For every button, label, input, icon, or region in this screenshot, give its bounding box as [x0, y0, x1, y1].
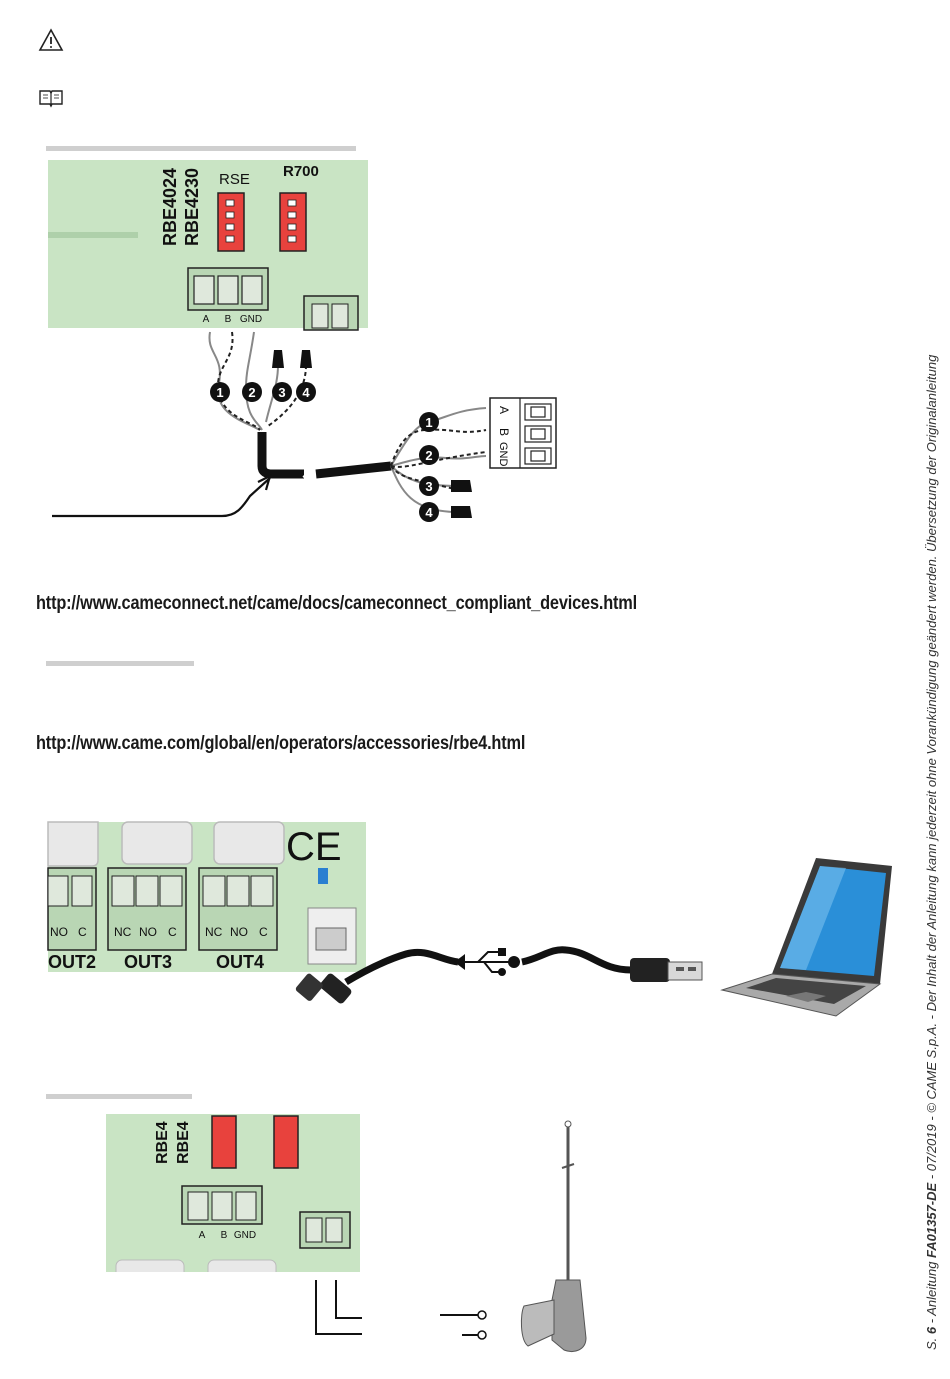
board3-terminal-b: B — [221, 1230, 228, 1241]
footer-rest: - 07/2019 - © CAME S.p.A. - Der Inhalt d… — [924, 354, 939, 1183]
out2-label: OUT2 — [48, 952, 96, 972]
side-terminal-a: A — [497, 406, 511, 414]
wire-badge-r4: 4 — [425, 505, 433, 520]
section-divider — [46, 661, 194, 666]
side-terminal-b: B — [497, 428, 511, 436]
footer-doc-code: FA01357-DE — [924, 1182, 939, 1258]
rbe3-label-1: RBE4 — [154, 1121, 171, 1164]
wire-badge-1: 1 — [216, 385, 223, 400]
board-terminal-a: A — [203, 314, 210, 325]
rbe-label-2: RBE4230 — [182, 168, 202, 246]
out3-label: OUT3 — [124, 952, 172, 972]
antenna-connection-diagram: RBE4 RBE4 A B GND — [100, 1114, 587, 1360]
side-terminal-gnd: GND — [497, 442, 509, 467]
contact-no-out2: NO — [50, 925, 68, 939]
warning-triangle-icon — [38, 28, 64, 51]
wire-badge-r2: 2 — [425, 448, 432, 463]
usb-connection-diagram: NO C NC NO C NC NO C OUT2 OUT3 OUT4 CE — [47, 821, 892, 1017]
section-divider — [46, 146, 356, 151]
board-terminal-gnd: GND — [240, 314, 262, 325]
rs485-wiring-diagram: RBE4024 RBE4230 RSE R700 A B GND 1 2 3 4 — [48, 160, 557, 522]
rbe4-accessory-url: http://www.came.com/global/en/operators/… — [36, 733, 526, 754]
rse-label: RSE — [219, 171, 250, 188]
footer-page-number: 6 — [924, 1326, 939, 1335]
wire-badge-2: 2 — [248, 385, 255, 400]
wire-number-badges-top: 1 2 3 4 — [210, 382, 316, 402]
antenna-icon — [520, 1120, 587, 1352]
board3-terminal-gnd: GND — [234, 1230, 256, 1241]
contact-nc-out3: NC — [114, 925, 132, 939]
r700-label: R700 — [283, 163, 319, 180]
usb-icon — [454, 948, 520, 976]
rbe-label-1: RBE4024 — [160, 168, 180, 246]
open-book-icon — [39, 90, 63, 108]
board3-terminal-a: A — [199, 1230, 206, 1241]
board-terminal-b: B — [225, 314, 232, 325]
out4-label: OUT4 — [216, 952, 264, 972]
contact-nc-out4: NC — [205, 925, 223, 939]
footer-doc-prefix: - Anleitung — [924, 1257, 939, 1327]
contact-no-out4: NO — [230, 925, 248, 939]
cameconnect-devices-url: http://www.cameconnect.net/came/docs/cam… — [36, 593, 638, 614]
ce-mark: CE — [286, 825, 342, 869]
page-footer: S. 6 - Anleitung FA01357-DE - 07/2019 - … — [924, 290, 948, 1350]
wire-badge-r1: 1 — [425, 415, 432, 430]
wire-badge-r3: 3 — [425, 479, 432, 494]
wire-badge-4: 4 — [302, 385, 310, 400]
laptop-icon — [720, 858, 892, 1017]
wire-number-badges-right: 1 2 3 4 — [419, 412, 439, 522]
contact-no-out3: NO — [139, 925, 157, 939]
contact-c-out3: C — [168, 925, 177, 939]
rbe3-label-2: RBE4 — [175, 1121, 192, 1164]
contact-c-out4: C — [259, 925, 268, 939]
section-divider — [46, 1094, 192, 1099]
wire-badge-3: 3 — [278, 385, 285, 400]
contact-c-out2: C — [78, 925, 87, 939]
footer-page-prefix: S. — [924, 1334, 939, 1350]
